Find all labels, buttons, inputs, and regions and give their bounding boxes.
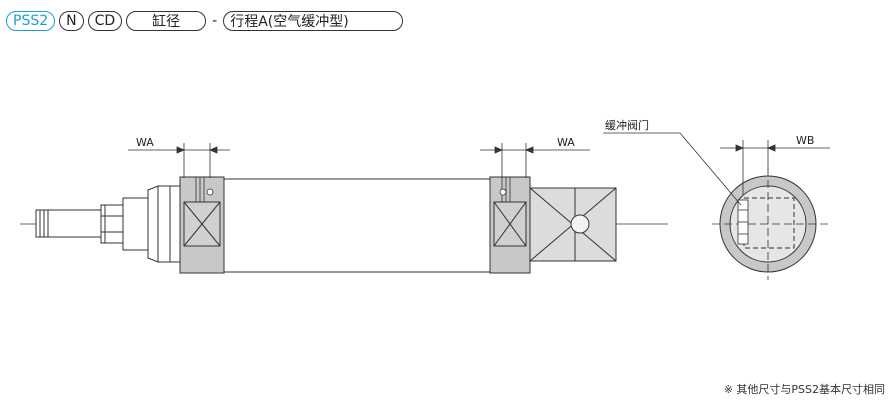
cushion-valve-leader xyxy=(603,132,742,206)
cylinder-barrel xyxy=(223,178,491,273)
rod-nut xyxy=(100,204,124,244)
stroke-field: 行程A(空气缓冲型) xyxy=(223,11,404,31)
cushion-screw-icon xyxy=(206,188,214,196)
model-code-bar: PSS2 N CD 缸径 - 行程A(空气缓冲型) xyxy=(6,9,404,33)
dimension-wa-right xyxy=(480,143,590,178)
front-thread xyxy=(122,185,181,263)
series-code: PSS2 xyxy=(6,11,56,31)
end-view xyxy=(712,168,830,280)
front-cover xyxy=(179,176,225,274)
footnote: ※ 其他尺寸与PSS2基本尺寸相同 xyxy=(723,383,885,396)
cushion-screw-icon xyxy=(499,188,507,196)
piston-rod xyxy=(35,209,102,238)
cushion-valve-label: 缓冲阀门 xyxy=(605,118,649,132)
wa-right-label: WA xyxy=(557,136,575,149)
code-separator: - xyxy=(212,13,218,29)
wb-label: WB xyxy=(796,134,814,147)
bore-field: 缸径 xyxy=(126,11,207,31)
wa-left-label: WA xyxy=(136,136,154,149)
rear-cover xyxy=(489,176,531,274)
dimension-wb xyxy=(720,140,830,195)
rear-clevis xyxy=(529,187,617,262)
option-cd: CD xyxy=(87,11,123,31)
option-n: N xyxy=(59,11,84,31)
dimension-wa-left xyxy=(128,143,230,178)
